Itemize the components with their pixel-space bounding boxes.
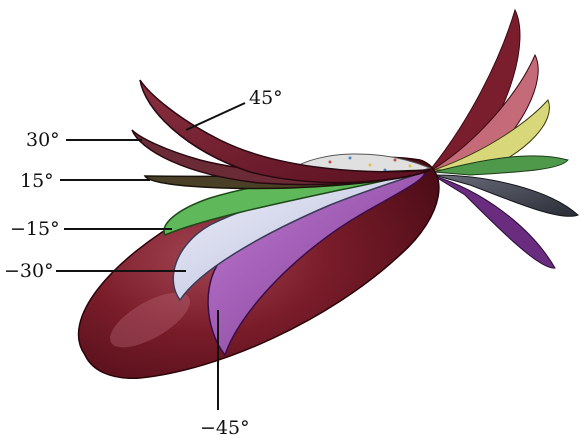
- leader-45: [186, 103, 245, 130]
- label-neg30: −30°: [4, 260, 54, 282]
- label-45: 45°: [249, 87, 283, 109]
- label-15: 15°: [20, 170, 54, 192]
- label-neg15: −15°: [10, 218, 60, 240]
- tail-fin-neg30-grey: [434, 175, 578, 216]
- label-neg45: −45°: [200, 417, 250, 439]
- label-30: 30°: [26, 129, 60, 151]
